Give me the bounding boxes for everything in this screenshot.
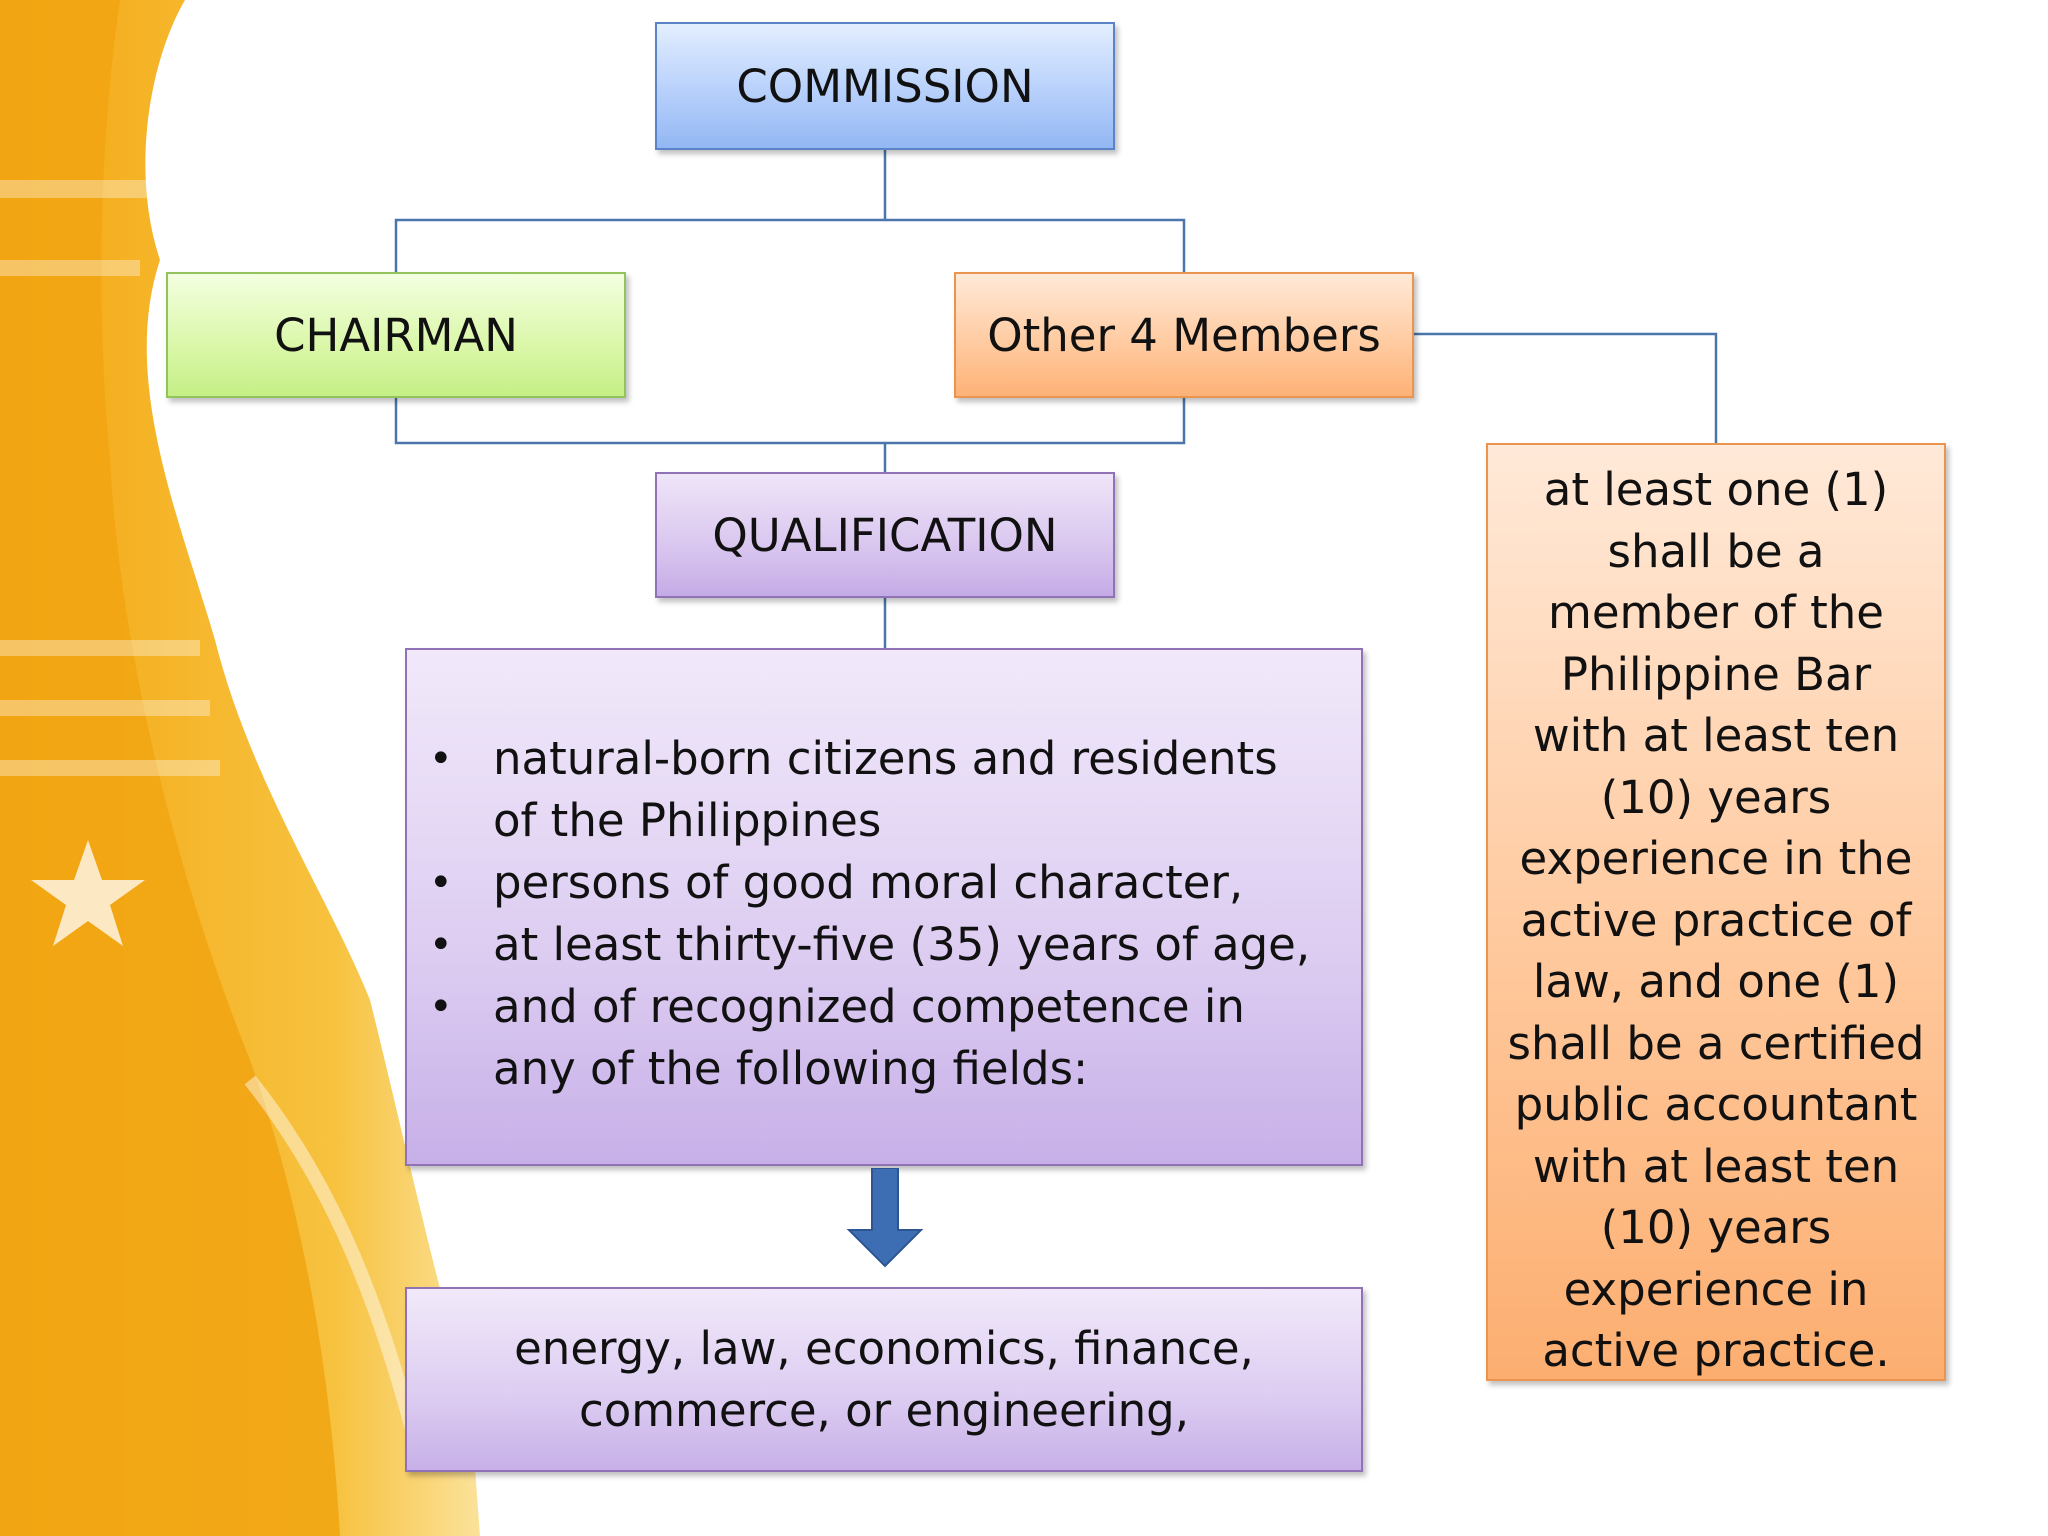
bullet: •	[429, 736, 453, 782]
seal-stripes	[0, 180, 220, 776]
member-requirement-text: at least one (1) shall be a member of th…	[1507, 463, 1925, 1377]
criteria-item: • and of recognized competence in any of…	[407, 976, 1331, 1100]
connector-bottom-join	[394, 398, 1186, 445]
down-arrow-icon	[846, 1168, 924, 1268]
criteria-item: • natural-born citizens and residents of…	[407, 728, 1331, 852]
commission-label: COMMISSION	[736, 59, 1034, 113]
connector-commission-branches	[394, 218, 1186, 272]
chairman-node: CHAIRMAN	[166, 272, 626, 398]
criteria-text: at least thirty-five (35) years of age,	[493, 918, 1311, 971]
commission-node: COMMISSION	[655, 22, 1115, 150]
seal-ring-line	[244, 1075, 427, 1462]
bullet: •	[429, 860, 453, 906]
criteria-item: • at least thirty-five (35) years of age…	[407, 914, 1331, 976]
qualification-label: QUALIFICATION	[712, 508, 1058, 562]
criteria-list: • natural-born citizens and residents of…	[407, 728, 1361, 1100]
criteria-text: persons of good moral character,	[493, 856, 1244, 909]
criteria-text: natural-born citizens and residents of t…	[493, 732, 1278, 847]
other-members-node: Other 4 Members	[954, 272, 1414, 398]
seal-inner-shape	[0, 0, 340, 1536]
star-icon	[31, 840, 145, 946]
other-members-label: Other 4 Members	[987, 308, 1381, 362]
bullet: •	[429, 984, 453, 1030]
qualification-node: QUALIFICATION	[655, 472, 1115, 598]
qualification-criteria-node: • natural-born citizens and residents of…	[405, 648, 1363, 1166]
chairman-label: CHAIRMAN	[274, 308, 518, 362]
fields-text: energy, law, economics, finance, commerc…	[514, 1321, 1254, 1437]
bullet: •	[429, 922, 453, 968]
criteria-text: and of recognized competence in any of t…	[493, 980, 1245, 1095]
member-requirement-node: at least one (1) shall be a member of th…	[1486, 443, 1946, 1381]
criteria-item: • persons of good moral character,	[407, 852, 1331, 914]
connector-to-requirement	[1414, 332, 1718, 443]
fields-node: energy, law, economics, finance, commerc…	[405, 1287, 1363, 1472]
